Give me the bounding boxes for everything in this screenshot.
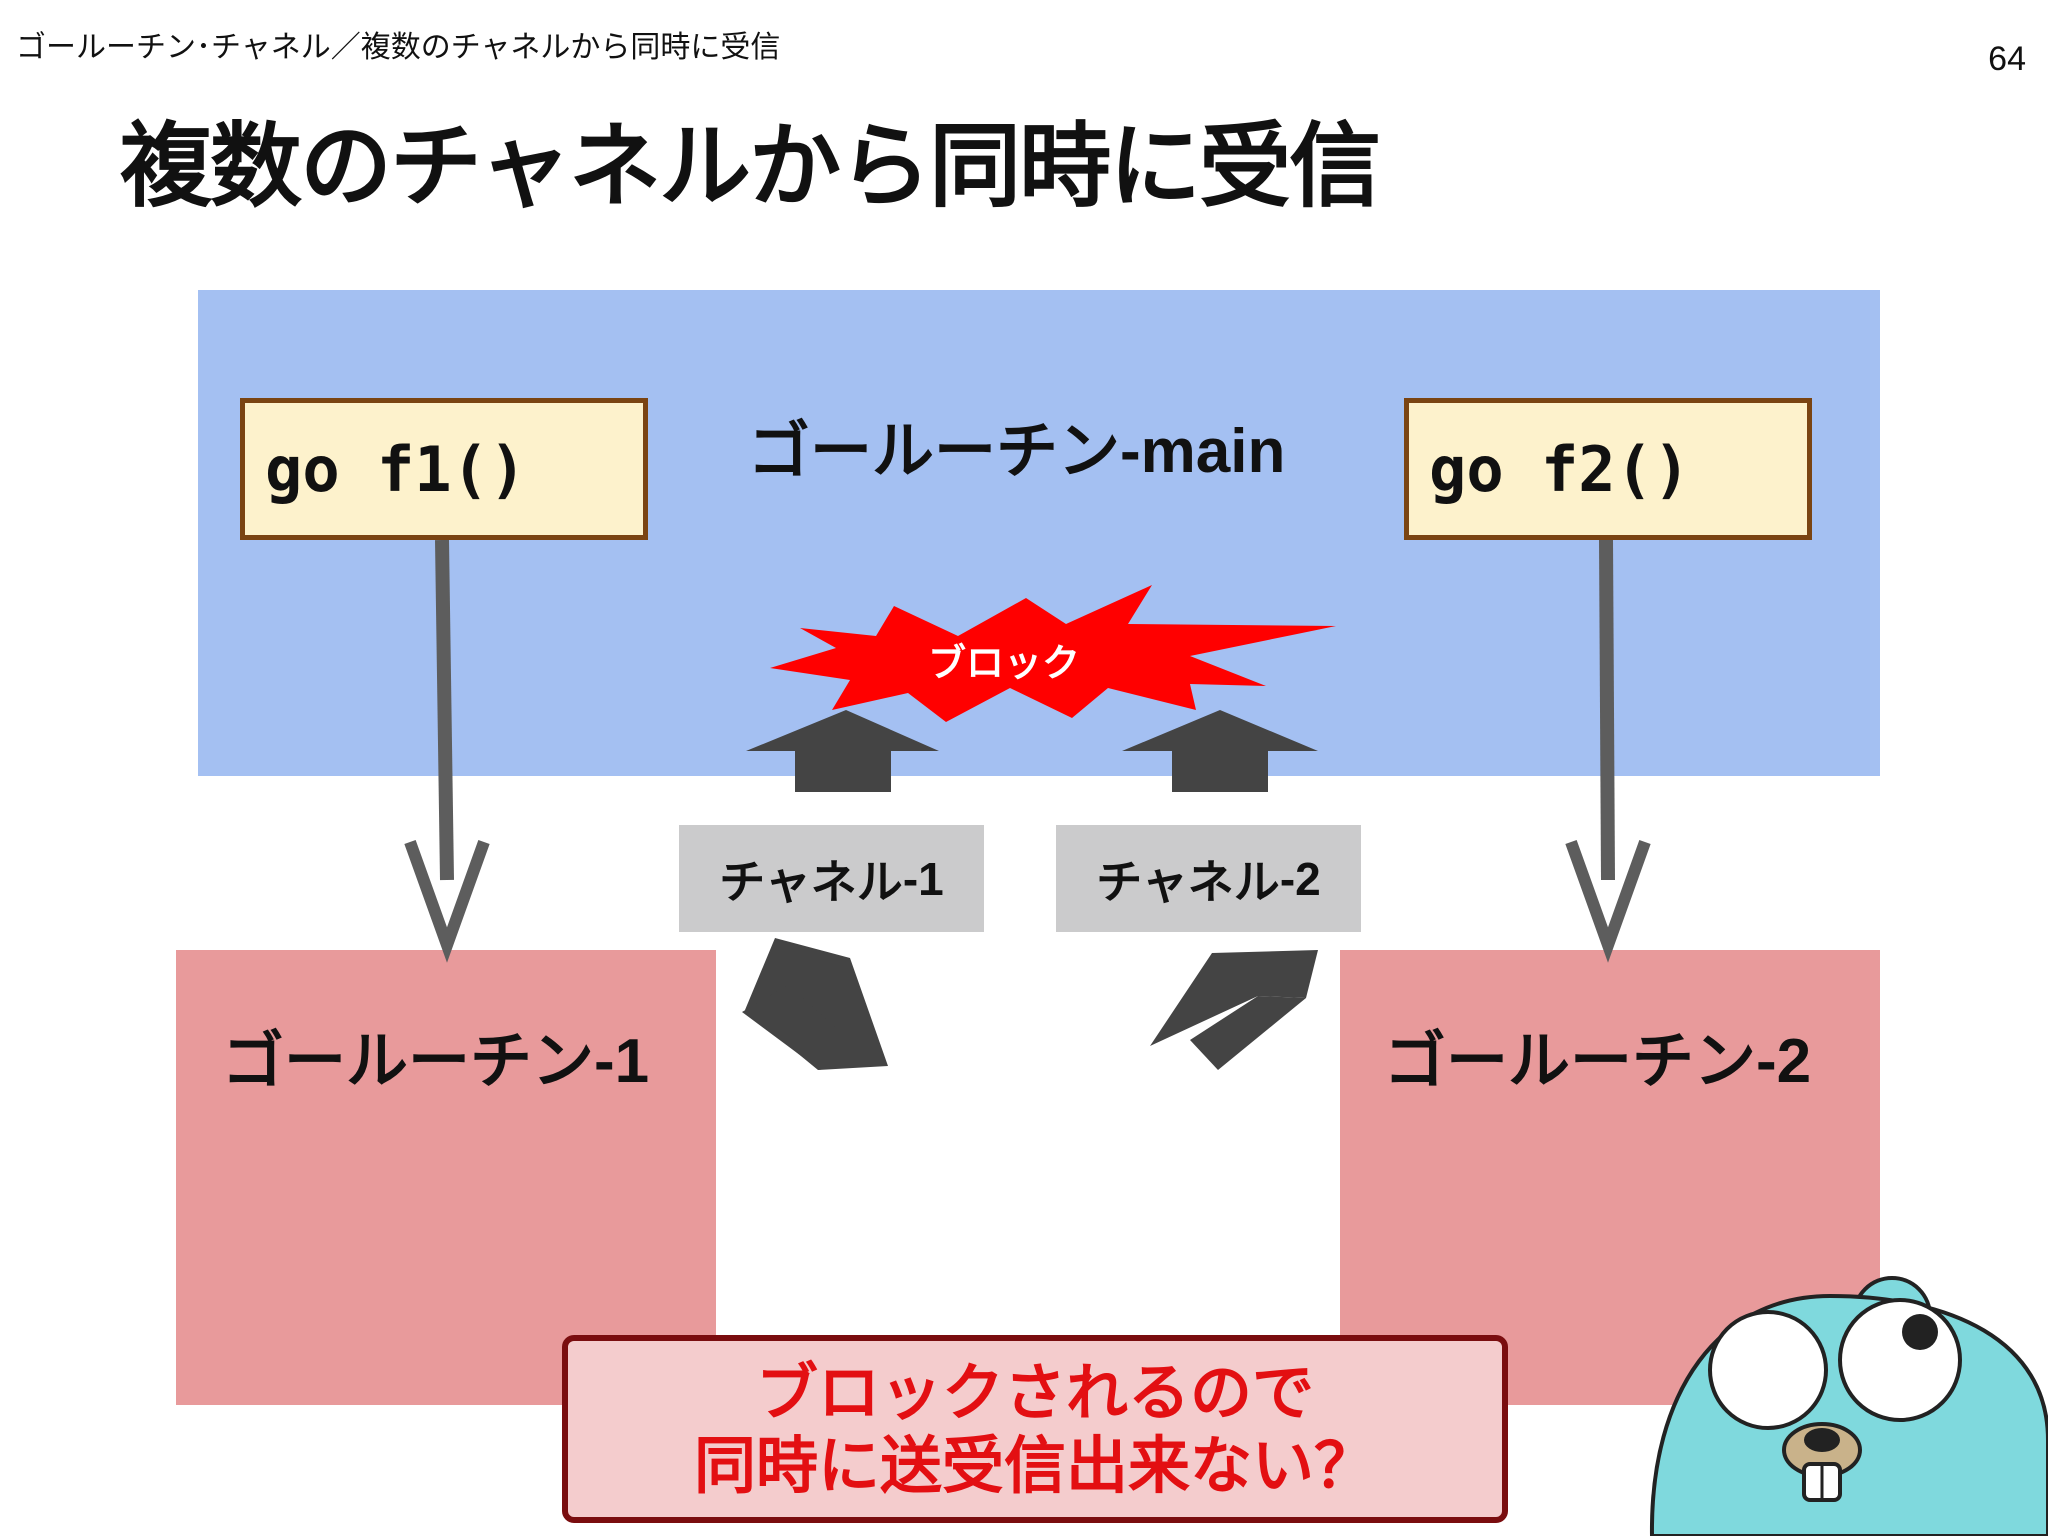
arrow-f2-to-goroutine-2 (1565, 539, 1651, 963)
channel-1-label-jp: チャネル (719, 854, 903, 909)
arrow-goroutine-2-to-channel-2-body (1190, 996, 1306, 1070)
goroutine-main-label-jp: ゴールーチン (748, 414, 1121, 487)
channel-2-box: チャネル-2 (1056, 825, 1361, 932)
goroutine-main-label-suffix: -main (1120, 417, 1286, 486)
burst-label: ブロック (928, 641, 1081, 685)
goroutine-1-box (176, 950, 716, 1405)
note-go-f1: go f1() (240, 398, 648, 540)
channel-1-box: チャネル-1 (679, 825, 984, 932)
callout-box: ブロックされるので 同時に送受信出来ない？ (562, 1335, 1508, 1523)
gopher-mascot (1649, 1276, 2048, 1536)
page-number: 64 (1988, 40, 2026, 78)
breadcrumb: ゴールーチン･チャネル／複数のチャネルから同時に受信 (16, 30, 781, 65)
callout-line-2: 同時に送受信出来ない？ (693, 1429, 1376, 1502)
channel-2-label-suffix: -2 (1279, 852, 1321, 905)
page-title: 複数のチャネルから同時に受信 (120, 113, 1381, 220)
arrow-goroutine-1-to-channel-1-body (742, 985, 850, 1070)
arrow-goroutine-2-to-channel-2 (1150, 950, 1318, 1046)
goroutine-1-label: ゴールーチン-1 (222, 1010, 649, 1100)
callout-line-1: ブロックされるので (755, 1355, 1314, 1429)
goroutine-2-label-jp: ゴールーチン (1384, 1024, 1757, 1097)
burst-shape (770, 585, 1336, 722)
arrow-f1-to-goroutine-1 (404, 539, 490, 963)
goroutine-2-label: ゴールーチン-2 (1384, 1010, 1811, 1100)
arrow-channel-2-to-main (1122, 710, 1318, 792)
goroutine-main-label: ゴールーチン-main (748, 400, 1285, 490)
goroutine-2-label-suffix: -2 (1756, 1027, 1812, 1096)
goroutine-1-label-suffix: -1 (594, 1027, 650, 1096)
channel-1-label-suffix: -1 (902, 852, 944, 905)
channel-2-label-jp: チャネル (1096, 854, 1280, 909)
note-go-f2: go f2() (1404, 398, 1812, 540)
goroutine-1-label-jp: ゴールーチン (222, 1024, 595, 1097)
arrow-channel-1-to-main (746, 710, 939, 792)
